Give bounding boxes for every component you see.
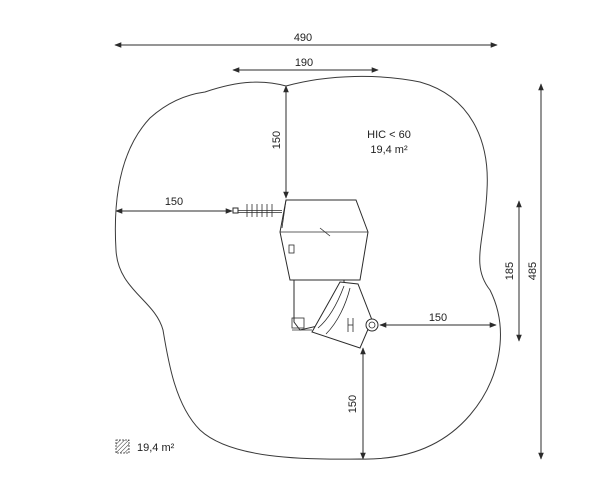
dim-label-bottom-clearance: 150 [347, 395, 359, 413]
dim-label-right-inner-height: 185 [504, 262, 516, 280]
safety-zone-outline [114, 75, 501, 460]
dim-label-overall-width: 490 [294, 32, 312, 44]
safety-surface-hatch-icon [115, 439, 130, 454]
dim-label-left-clearance: 150 [165, 196, 183, 208]
dim-label-top-offset-width: 190 [295, 57, 313, 69]
play-tower-roof [279, 199, 369, 281]
climbing-ladder [232, 204, 282, 217]
dim-label-right-clearance: 150 [429, 312, 447, 324]
slide-structure [291, 279, 379, 349]
zone-area-label: 19,4 m² [370, 144, 408, 156]
hic-label: HIC < 60 [367, 129, 411, 141]
legend-area-label: 19,4 m² [137, 442, 175, 454]
dim-label-overall-height: 485 [527, 262, 539, 280]
dim-label-top-clearance: 150 [271, 131, 283, 149]
legend: 19,4 m² [115, 439, 175, 454]
